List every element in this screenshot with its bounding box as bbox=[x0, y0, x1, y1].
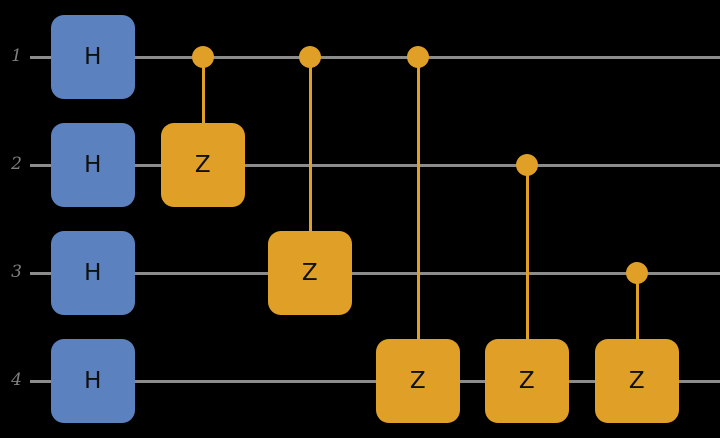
gate-z-q4-c2[interactable]: Z bbox=[485, 339, 569, 423]
control-dot-q2-col4[interactable] bbox=[516, 154, 538, 176]
gate-h-q3[interactable]: H bbox=[51, 231, 135, 315]
control-dot-q1-col3[interactable] bbox=[407, 46, 429, 68]
qubit-wire-3 bbox=[30, 272, 720, 275]
control-dot-q3-col5[interactable] bbox=[626, 262, 648, 284]
gate-h-q4[interactable]: H bbox=[51, 339, 135, 423]
cz-link-2 bbox=[309, 56, 312, 231]
gate-h-q1[interactable]: H bbox=[51, 15, 135, 99]
gate-z-q4-c1[interactable]: Z bbox=[376, 339, 460, 423]
qubit-label-4: 4 bbox=[11, 370, 22, 390]
cz-link-3 bbox=[417, 56, 420, 339]
gate-z-q4-c3[interactable]: Z bbox=[595, 339, 679, 423]
cz-link-4 bbox=[526, 164, 529, 339]
qubit-wire-2 bbox=[30, 164, 720, 167]
control-dot-q1-col2[interactable] bbox=[299, 46, 321, 68]
qubit-label-1: 1 bbox=[11, 46, 22, 66]
cz-link-1 bbox=[202, 56, 205, 123]
gate-h-q2[interactable]: H bbox=[51, 123, 135, 207]
gate-z-q3-c1[interactable]: Z bbox=[268, 231, 352, 315]
gate-z-q2-c1[interactable]: Z bbox=[161, 123, 245, 207]
cz-link-5 bbox=[636, 272, 639, 339]
qubit-wire-1 bbox=[30, 56, 720, 59]
qubit-wire-4 bbox=[30, 380, 720, 383]
qubit-label-3: 3 bbox=[11, 262, 22, 282]
control-dot-q1-col1[interactable] bbox=[192, 46, 214, 68]
qubit-label-2: 2 bbox=[11, 154, 22, 174]
